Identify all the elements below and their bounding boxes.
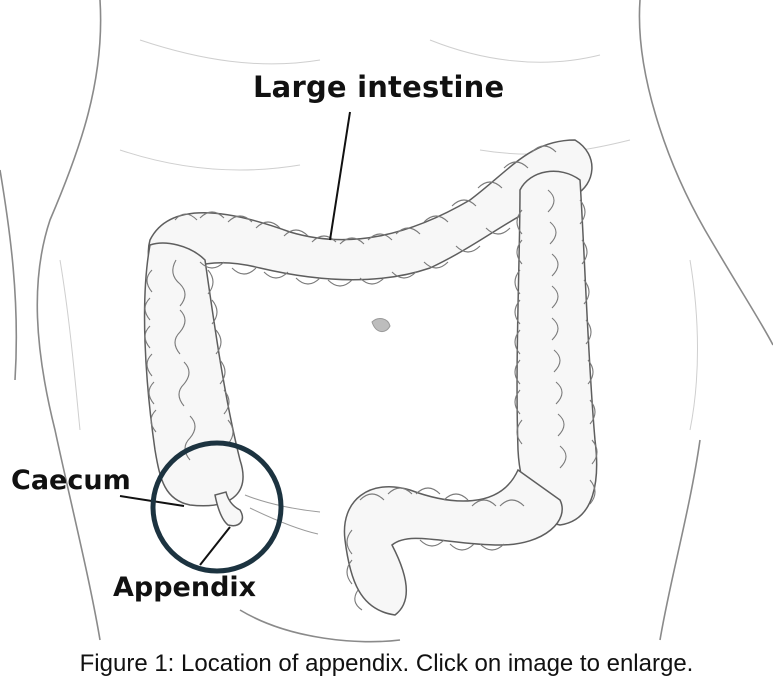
appendix-highlight-circle	[150, 440, 284, 574]
ascending-colon	[143, 242, 244, 507]
torso-left-edge	[36, 0, 102, 641]
torso-right-edge	[638, 0, 773, 346]
large-intestine-pointer	[329, 111, 351, 241]
colon	[143, 139, 598, 616]
figure-caption: Figure 1: Location of appendix. Click on…	[79, 650, 694, 677]
skin-shading	[59, 39, 698, 431]
anatomy-illustration[interactable]: Large intestine Caecum Appendix	[0, 0, 773, 645]
groin-line	[239, 609, 401, 643]
arm-left-edge	[0, 169, 18, 381]
torso-drawing	[0, 0, 773, 643]
ileum-hint	[244, 494, 321, 535]
torso-outline	[0, 0, 773, 643]
sigmoid-colon	[343, 468, 563, 616]
appendix-organ	[214, 491, 244, 527]
hip-right-edge	[659, 439, 701, 641]
appendix-label: Appendix	[113, 572, 257, 603]
appendix-pointer	[199, 526, 231, 566]
colon-haustra	[144, 145, 598, 611]
large-intestine-label: Large intestine	[253, 70, 505, 104]
caecum-label: Caecum	[11, 465, 131, 496]
navel	[371, 318, 391, 332]
descending-colon	[516, 170, 598, 526]
